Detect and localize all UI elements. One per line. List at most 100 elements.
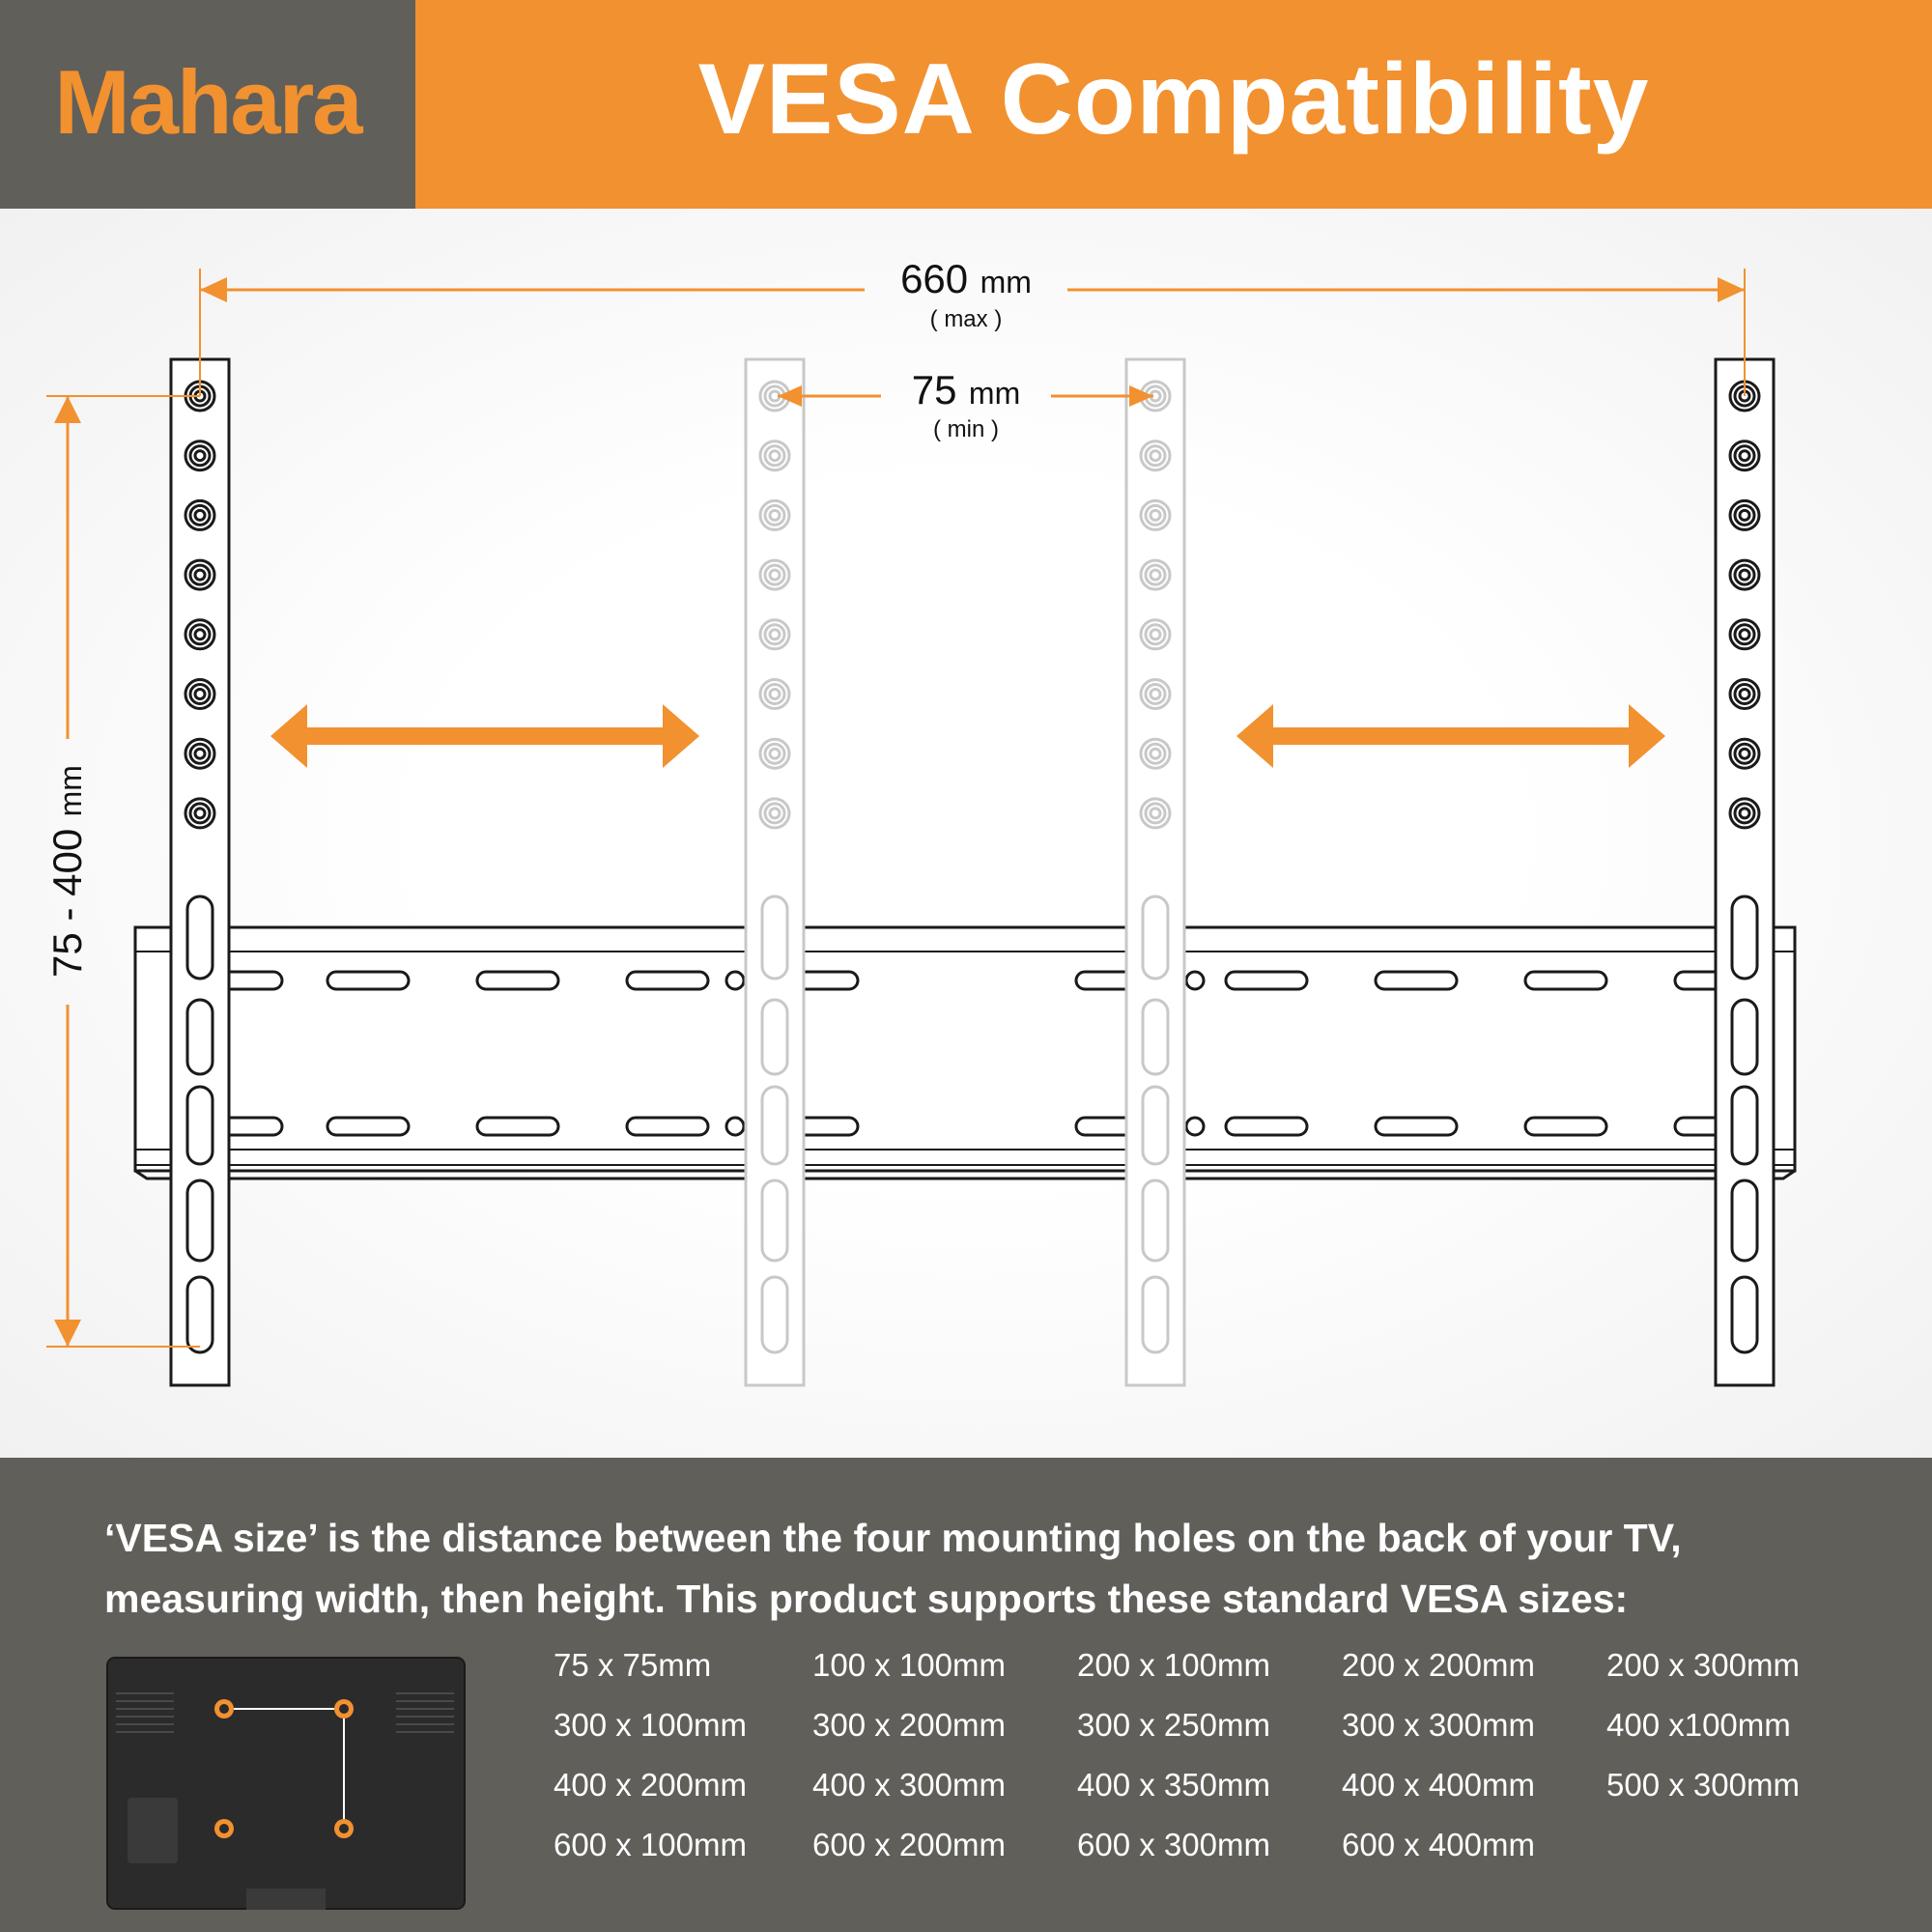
height-dimension: 75 - 400 mm xyxy=(44,395,200,1348)
rail-hole xyxy=(1184,1116,1206,1137)
vertical-arm xyxy=(1714,357,1776,1387)
arm-slot xyxy=(1141,895,1170,980)
arm-hole-inner xyxy=(188,683,212,705)
arm-hole xyxy=(1139,737,1172,770)
arm-hole xyxy=(1139,440,1172,472)
arm-hole-inner xyxy=(1733,503,1756,526)
arm-hole-core xyxy=(1738,688,1751,700)
arm-hole-core xyxy=(1738,807,1751,820)
arm-plate xyxy=(1714,357,1776,1387)
min-width-dimension: 75 mm ( min ) xyxy=(778,367,1153,442)
height-unit: mm xyxy=(53,765,88,816)
vesa-size-item: 200 x 300mm xyxy=(1606,1647,1800,1683)
arm-hole-inner xyxy=(1144,683,1167,705)
rail-slot xyxy=(475,970,560,991)
arm-hole-core xyxy=(768,807,781,820)
arm-hole-core xyxy=(768,568,781,582)
vesa-size-item: 75 x 75mm xyxy=(554,1647,712,1683)
arm-hole-core xyxy=(768,508,781,522)
arm-hole-inner xyxy=(1733,742,1756,765)
arm-hole-inner xyxy=(188,802,212,825)
arm-hole xyxy=(184,797,216,830)
arm-hole xyxy=(758,797,791,830)
rail-slot xyxy=(1523,970,1608,991)
arm-hole xyxy=(1728,737,1761,770)
arm-hole-inner xyxy=(763,503,786,526)
svg-text:660 mm: 660 mm xyxy=(900,256,1032,301)
arm-hole-core xyxy=(768,688,781,700)
min-width-note: ( min ) xyxy=(933,416,999,442)
arm-hole-inner xyxy=(763,563,786,586)
svg-text:75 - 400 mm: 75 - 400 mm xyxy=(44,765,90,978)
vesa-size-item: 300 x 300mm xyxy=(1342,1707,1535,1743)
svg-text:75 mm: 75 mm xyxy=(912,367,1020,412)
bracket-diagram-svg: 660 mm ( max ) 75 mm ( min ) xyxy=(44,256,1797,1387)
arm-hole-inner xyxy=(763,742,786,765)
rail-slot xyxy=(625,1116,710,1137)
max-width-unit: mm xyxy=(980,265,1032,299)
vesa-size-item: 400 x 300mm xyxy=(812,1767,1006,1803)
arm-plate xyxy=(744,357,806,1387)
arm-hole xyxy=(1139,797,1172,830)
slide-arrow-left xyxy=(270,704,699,768)
arrowhead-up xyxy=(54,396,81,423)
arm-hole-core xyxy=(1149,568,1162,582)
vesa-size-item: 600 x 400mm xyxy=(1342,1827,1535,1862)
arm-hole-inner xyxy=(1733,444,1756,468)
arm-hole xyxy=(1139,498,1172,531)
slide-arrow-right xyxy=(1236,704,1665,768)
arm-hole xyxy=(758,440,791,472)
arm-hole xyxy=(758,498,791,531)
arm-slot xyxy=(1730,1275,1759,1354)
vesa-size-item: 300 x 100mm xyxy=(554,1707,747,1743)
arm-slot xyxy=(185,895,214,980)
vesa-size-item: 600 x 300mm xyxy=(1077,1827,1270,1862)
arm-slot xyxy=(185,1179,214,1263)
arm-hole-inner xyxy=(1144,623,1167,646)
arm-plate xyxy=(169,357,231,1387)
vesa-size-item: 500 x 300mm xyxy=(1606,1767,1800,1803)
rail-slot xyxy=(326,1116,411,1137)
arm-hole-core xyxy=(1738,628,1751,641)
rail-slot xyxy=(625,970,710,991)
arm-slot xyxy=(1141,998,1170,1076)
arm-hole-core xyxy=(193,688,207,700)
brand-logo: Mahara xyxy=(54,51,362,153)
arm-hole xyxy=(1139,678,1172,710)
arm-hole-inner xyxy=(1733,683,1756,705)
arm-hole xyxy=(758,678,791,710)
rail-hole xyxy=(724,1116,746,1137)
arm-hole-core xyxy=(193,449,207,463)
arm-hole-inner xyxy=(188,623,212,646)
arm-slot xyxy=(760,895,789,980)
arm-hole-inner xyxy=(1733,623,1756,646)
arm-hole-core xyxy=(1149,688,1162,700)
rail-slot xyxy=(1374,1116,1459,1137)
arm-hole-inner xyxy=(188,742,212,765)
arm-hole-inner xyxy=(1144,742,1167,765)
arm-hole-inner xyxy=(763,444,786,468)
arm-slot xyxy=(1730,998,1759,1076)
rail-hole xyxy=(724,970,746,991)
arm-hole-inner xyxy=(1144,444,1167,468)
arm-hole-inner xyxy=(188,503,212,526)
rail-slot xyxy=(1523,1116,1608,1137)
arm-hole-core xyxy=(1149,747,1162,760)
arm-hole-core xyxy=(768,747,781,760)
arm-slot xyxy=(1730,1085,1759,1166)
arm-hole-inner xyxy=(188,563,212,586)
vertical-arm xyxy=(1124,357,1186,1387)
arm-hole-core xyxy=(193,747,207,760)
arm-hole xyxy=(1728,618,1761,651)
vesa-size-item: 300 x 250mm xyxy=(1077,1707,1270,1743)
arm-slot xyxy=(185,1275,214,1354)
vertical-arm xyxy=(169,357,231,1387)
vertical-arm xyxy=(744,357,806,1387)
arm-hole-core xyxy=(1738,508,1751,522)
vesa-size-item: 400 x 400mm xyxy=(1342,1767,1535,1803)
wall-rail xyxy=(133,925,1797,1180)
arm-hole-inner xyxy=(1144,563,1167,586)
arm-hole-inner xyxy=(1733,563,1756,586)
arm-hole xyxy=(758,618,791,651)
arm-hole-core xyxy=(1149,628,1162,641)
